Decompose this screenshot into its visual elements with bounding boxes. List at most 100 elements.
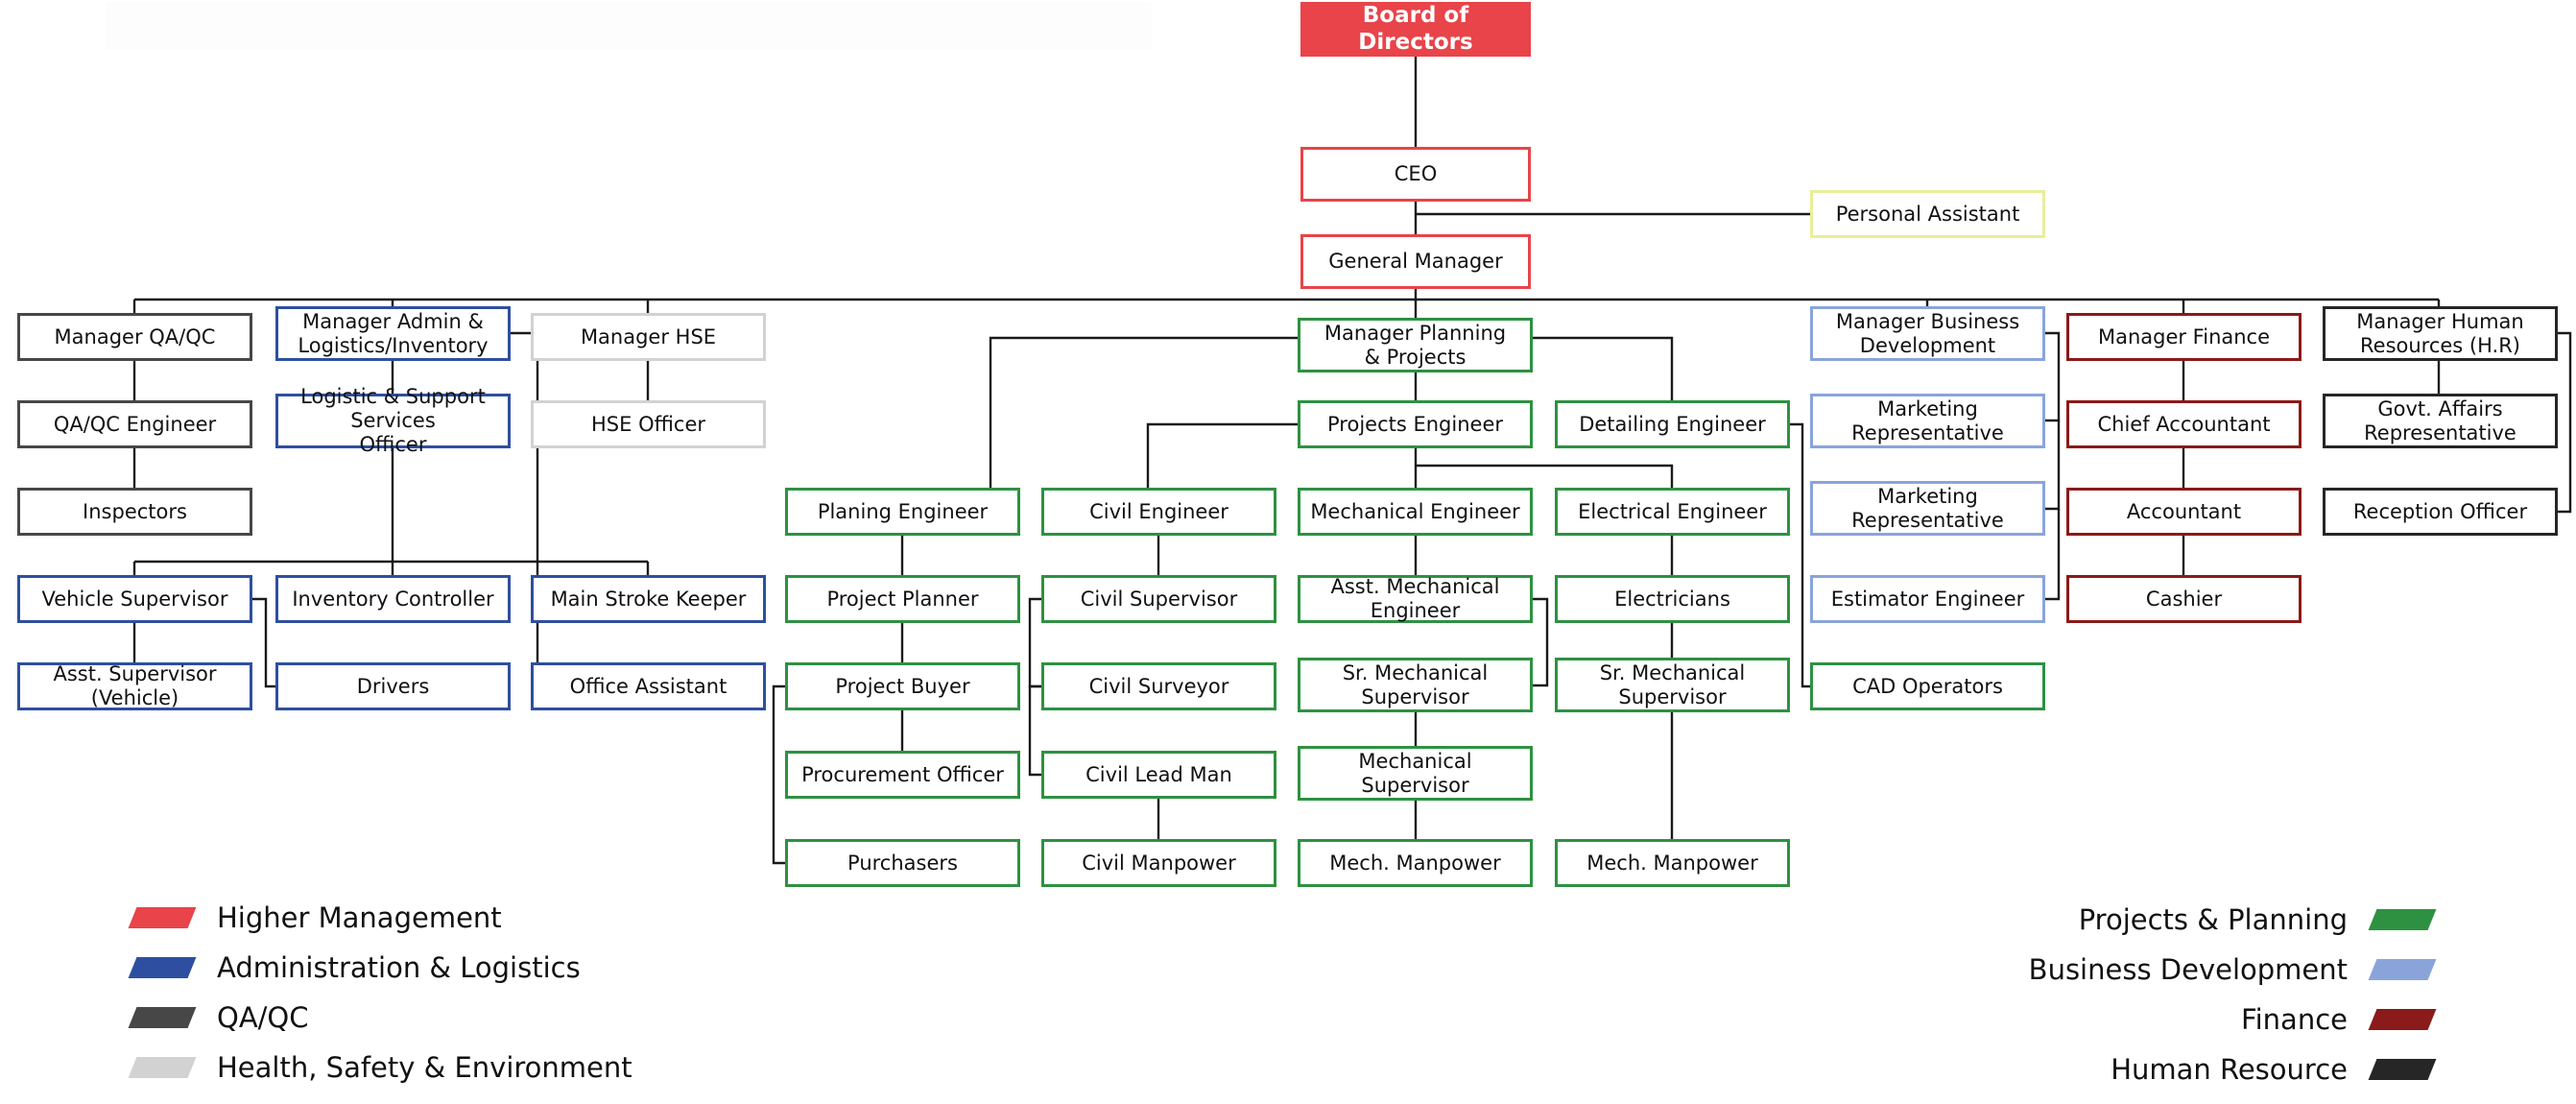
org-node-label: Sr. Mechanical Supervisor [1342, 660, 1489, 708]
legend-item-higher-management: Higher Management [128, 901, 502, 934]
org-node-purchasers[interactable]: Purchasers [785, 839, 1020, 887]
org-node-civil_eng[interactable]: Civil Engineer [1041, 488, 1276, 536]
org-node-label: Board of Directors [1358, 3, 1473, 55]
org-node-mech_eng[interactable]: Mechanical Engineer [1298, 488, 1533, 536]
org-node-mgr_hse[interactable]: Manager HSE [531, 313, 766, 361]
org-node-detailing_eng[interactable]: Detailing Engineer [1555, 400, 1790, 448]
legend-item-health-safety-environment: Health, Safety & Environment [128, 1051, 632, 1084]
legend-item-business-development: Business Development [2028, 953, 2437, 986]
org-node-label: Planing Engineer [817, 499, 989, 523]
org-node-label: Manager Admin & Logistics/Inventory [298, 309, 489, 357]
org-node-label: Chief Accountant [2097, 412, 2271, 436]
org-node-civil_manpower[interactable]: Civil Manpower [1041, 839, 1276, 887]
org-node-proc_officer[interactable]: Procurement Officer [785, 751, 1020, 799]
org-node-board[interactable]: Board of Directors [1300, 2, 1531, 57]
org-node-cad_operators[interactable]: CAD Operators [1810, 662, 2045, 710]
legend-item-finance: Finance [2241, 1003, 2437, 1036]
org-node-drivers[interactable]: Drivers [275, 662, 511, 710]
org-node-civil_surv[interactable]: Civil Surveyor [1041, 662, 1276, 710]
legend-swatch-icon [128, 907, 197, 928]
org-node-projects_eng[interactable]: Projects Engineer [1298, 400, 1533, 448]
org-node-cashier[interactable]: Cashier [2066, 575, 2302, 623]
legend-swatch-icon [128, 957, 197, 978]
org-node-mech_sup[interactable]: Mechanical Supervisor [1298, 746, 1533, 801]
connector-project_buyer-to-purchasers [772, 684, 785, 865]
org-node-sr_mech_sup_1[interactable]: Sr. Mechanical Supervisor [1298, 658, 1533, 712]
org-node-mgr_bizdev[interactable]: Manager Business Development [1810, 306, 2045, 361]
org-node-label: Asst. Supervisor (Vehicle) [53, 662, 217, 709]
org-node-mech_manpower_1[interactable]: Mech. Manpower [1298, 839, 1533, 887]
org-node-inv_ctrl[interactable]: Inventory Controller [275, 575, 511, 623]
org-node-hse_officer[interactable]: HSE Officer [531, 400, 766, 448]
org-node-pa[interactable]: Personal Assistant [1810, 190, 2045, 238]
org-node-label: Detailing Engineer [1579, 412, 1766, 436]
org-node-label: Marketing Representative [1851, 484, 2004, 532]
org-node-mech_manpower_2[interactable]: Mech. Manpower [1555, 839, 1790, 887]
faint-watermark [106, 2, 1152, 50]
org-node-label: CEO [1394, 162, 1438, 186]
org-node-estimator_eng[interactable]: Estimator Engineer [1810, 575, 2045, 623]
org-node-label: Mech. Manpower [1586, 851, 1758, 875]
org-node-govt_affairs[interactable]: Govt. Affairs Representative [2323, 394, 2558, 448]
org-node-label: Procurement Officer [801, 762, 1004, 786]
org-node-elec_eng[interactable]: Electrical Engineer [1555, 488, 1790, 536]
org-node-mkt_rep_1[interactable]: Marketing Representative [1810, 394, 2045, 448]
org-node-mgr_hr[interactable]: Manager Human Resources (H.R) [2323, 306, 2558, 361]
org-node-label: Mech. Manpower [1329, 851, 1501, 875]
legend-swatch-icon [2368, 1059, 2437, 1080]
org-node-main_stroke[interactable]: Main Stroke Keeper [531, 575, 766, 623]
legend-item-administration-logistics: Administration & Logistics [128, 951, 581, 984]
connector-projects_eng-to-elec_eng [1416, 464, 1674, 488]
org-node-mgr_planning[interactable]: Manager Planning & Projects [1298, 318, 1533, 372]
org-node-civil_lead[interactable]: Civil Lead Man [1041, 751, 1276, 799]
org-node-project_planner[interactable]: Project Planner [785, 575, 1020, 623]
connector-mgr_admin-to-office_asst [511, 331, 539, 688]
org-node-qaqc_eng[interactable]: QA/QC Engineer [17, 400, 252, 448]
org-node-mgr_qaqc[interactable]: Manager QA/QC [17, 313, 252, 361]
org-node-label: Reception Officer [2352, 499, 2528, 523]
org-node-chief_acct[interactable]: Chief Accountant [2066, 400, 2302, 448]
org-node-veh_sup[interactable]: Vehicle Supervisor [17, 575, 252, 623]
connector-mgr_planning-to-detailing_eng [1533, 336, 1674, 400]
org-node-asst_mech_eng[interactable]: Asst. Mechanical Engineer [1298, 575, 1533, 623]
org-node-label: Electricians [1614, 587, 1730, 611]
org-node-label: Sr. Mechanical Supervisor [1599, 660, 1746, 708]
org-node-accountant[interactable]: Accountant [2066, 488, 2302, 536]
legend-swatch-icon [128, 1057, 197, 1078]
org-node-office_asst[interactable]: Office Assistant [531, 662, 766, 710]
org-node-civil_sup[interactable]: Civil Supervisor [1041, 575, 1276, 623]
org-node-label: Marketing Representative [1851, 396, 2004, 444]
org-node-label: Manager Human Resources (H.R) [2356, 309, 2524, 357]
org-node-label: Manager HSE [580, 324, 717, 348]
org-node-label: Inspectors [83, 499, 187, 523]
org-node-sr_mech_sup_2[interactable]: Sr. Mechanical Supervisor [1555, 658, 1790, 712]
legend-label: Human Resource [2111, 1053, 2348, 1086]
org-node-label: Civil Surveyor [1088, 674, 1229, 698]
org-node-label: Electrical Engineer [1578, 499, 1767, 523]
org-node-asst_veh[interactable]: Asst. Supervisor (Vehicle) [17, 662, 252, 710]
org-node-label: General Manager [1328, 250, 1503, 274]
org-node-label: Inventory Controller [292, 587, 494, 611]
org-node-mkt_rep_2[interactable]: Marketing Representative [1810, 481, 2045, 536]
legend-label: Business Development [2028, 953, 2348, 986]
org-node-electricians[interactable]: Electricians [1555, 575, 1790, 623]
org-node-label: Project Buyer [835, 674, 970, 698]
org-node-ceo[interactable]: CEO [1300, 147, 1531, 202]
org-node-inspectors[interactable]: Inspectors [17, 488, 252, 536]
connector-mgr_planning-to-planing_eng [989, 336, 1298, 488]
legend-swatch-icon [2368, 909, 2437, 930]
org-node-project_buyer[interactable]: Project Buyer [785, 662, 1020, 710]
org-node-planing_eng[interactable]: Planing Engineer [785, 488, 1020, 536]
legend-label: Projects & Planning [2078, 903, 2348, 936]
org-node-mgr_finance[interactable]: Manager Finance [2066, 313, 2302, 361]
org-node-mgr_admin[interactable]: Manager Admin & Logistics/Inventory [275, 306, 511, 361]
org-node-label: Civil Manpower [1082, 851, 1236, 875]
connector-veh_sup-to-drivers [252, 597, 275, 688]
legend-label: Higher Management [217, 901, 502, 934]
org-node-reception[interactable]: Reception Officer [2323, 488, 2558, 536]
org-node-gm[interactable]: General Manager [1300, 234, 1531, 289]
org-node-label: CAD Operators [1852, 674, 2003, 698]
org-node-label: Manager Finance [2097, 324, 2271, 348]
org-node-log_support[interactable]: Logistic & Support Services Officer [275, 385, 511, 456]
